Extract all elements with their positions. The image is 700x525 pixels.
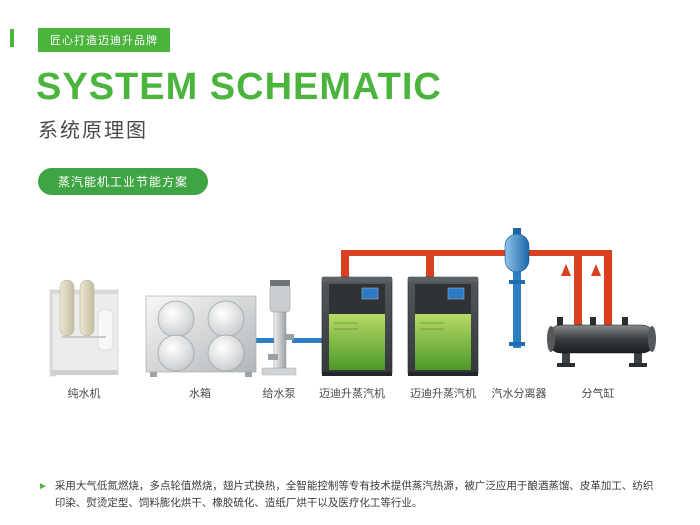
label-feed-pump: 给水泵 <box>263 387 296 400</box>
brand-badge: 匠心打造迈迪升品牌 <box>38 28 170 52</box>
label-steam-machine-2: 迈迪升蒸汽机 <box>410 386 476 400</box>
water-tank <box>145 295 257 377</box>
scheme-tag: 蒸汽能机工业节能方案 <box>38 168 209 195</box>
system-schematic-diagram: 纯水机 水箱 给水泵 迈迪升蒸汽机 迈迪升蒸汽机 汽水分离器 分气缸 <box>49 228 656 400</box>
steam-water-separator <box>504 228 530 273</box>
pure-water-machine <box>49 279 119 377</box>
label-water-tank: 水箱 <box>189 386 211 400</box>
flow-arrow-up-icon <box>591 264 601 276</box>
equipment-labels: 纯水机 水箱 给水泵 迈迪升蒸汽机 迈迪升蒸汽机 汽水分离器 分气缸 <box>68 386 615 400</box>
page-title: SYSTEM SCHEMATIC <box>36 66 442 108</box>
steam-machine-1 <box>321 276 393 376</box>
gas-distribution-cylinder <box>547 317 656 367</box>
steam-machine-2 <box>407 276 479 376</box>
footer-description: ► 采用大气低氮燃烧，多点轮值燃烧，翅片式换热，全智能控制等专有技术提供蒸汽热源… <box>38 478 662 512</box>
page-subtitle: 系统原理图 <box>38 120 148 142</box>
label-steam-machine-1: 迈迪升蒸汽机 <box>319 386 385 400</box>
bullet-arrow-icon: ► <box>38 481 48 492</box>
label-cylinder: 分气缸 <box>582 386 615 400</box>
control-screen <box>361 287 379 300</box>
control-screen <box>447 287 465 300</box>
label-pure-water-machine: 纯水机 <box>68 386 101 400</box>
feed-water-pump <box>261 280 297 376</box>
accent-stripe <box>10 29 14 47</box>
water-pipe-blue <box>252 268 525 348</box>
steam-pipe-red <box>341 250 612 325</box>
footer-text: 采用大气低氮燃烧，多点轮值燃烧，翅片式换热，全智能控制等专有技术提供蒸汽热源，被… <box>54 480 654 509</box>
flow-arrow-up-icon <box>561 264 571 276</box>
label-separator: 汽水分离器 <box>492 386 547 400</box>
